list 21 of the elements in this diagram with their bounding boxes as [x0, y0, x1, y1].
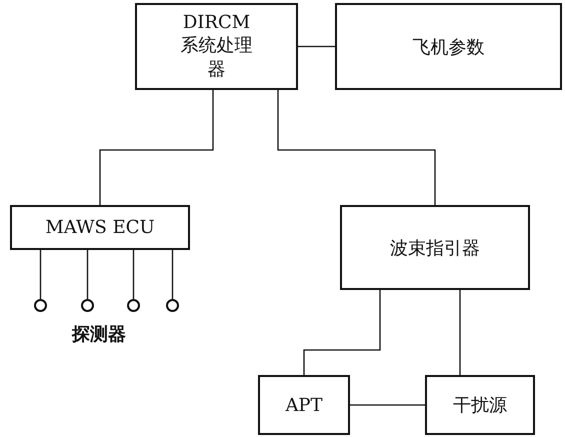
port-circle	[166, 299, 179, 312]
connector-line	[86, 250, 88, 299]
connector-line	[303, 290, 381, 375]
connector-line	[172, 250, 174, 299]
process-box: 飞机参数	[335, 3, 562, 90]
process-box: 干扰源	[425, 375, 535, 435]
process-box: DIRCM 系统处理器	[135, 3, 298, 90]
connector-line	[40, 250, 42, 299]
connector-line	[277, 90, 436, 205]
process-box: 波束指引器	[340, 205, 530, 290]
connector-line	[459, 290, 461, 375]
port-circle	[34, 299, 47, 312]
process-box: MAWS ECU	[10, 205, 190, 250]
connector-line	[99, 90, 214, 205]
port-circle	[81, 299, 94, 312]
detector-label: 探测器	[72, 323, 126, 346]
connector-line	[350, 404, 425, 406]
connector-line	[132, 250, 134, 299]
process-box: APT	[258, 375, 350, 435]
connector-line	[298, 46, 335, 48]
port-circle	[127, 299, 140, 312]
